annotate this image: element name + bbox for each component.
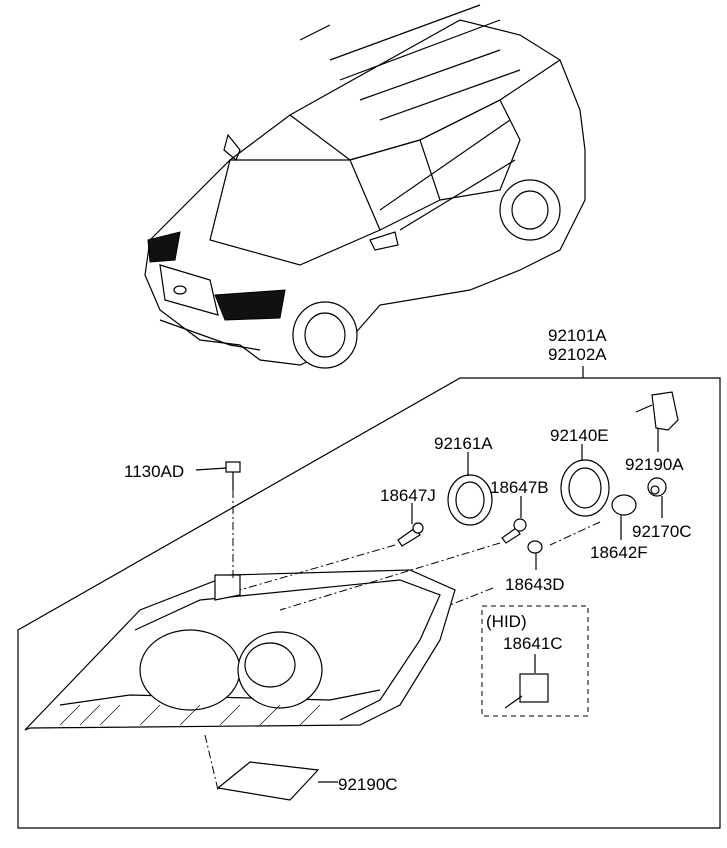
bolt-part[interactable] xyxy=(225,461,241,490)
bulb-18647J-part[interactable] xyxy=(397,522,424,547)
label-92190C[interactable]: 92190C xyxy=(338,775,398,794)
bulb-18647B-part[interactable] xyxy=(501,518,527,544)
bulb-cover-small-part[interactable] xyxy=(447,474,493,526)
hid-bulb-part[interactable] xyxy=(504,673,549,709)
label-92190A[interactable]: 92190A xyxy=(625,455,684,474)
ballast-part[interactable] xyxy=(216,761,320,801)
label-18647J[interactable]: 18647J xyxy=(380,486,436,505)
assembly-label-92101A[interactable]: 92101A xyxy=(548,326,607,345)
label-92161A[interactable]: 92161A xyxy=(434,434,493,453)
socket-part[interactable] xyxy=(647,477,667,497)
bulb-cover-large-part[interactable] xyxy=(560,459,610,517)
label-hid[interactable]: (HID) xyxy=(486,612,527,631)
headlamp-housing xyxy=(24,569,456,731)
label-18643D[interactable]: 18643D xyxy=(505,575,565,594)
label-92140E[interactable]: 92140E xyxy=(550,426,609,445)
leveling-actuator-part[interactable] xyxy=(635,391,679,431)
bulb-18643D-part[interactable] xyxy=(527,540,543,554)
assembly-frame xyxy=(17,377,721,829)
label-1130AD[interactable]: 1130AD xyxy=(124,462,184,481)
assembly-label-92102A[interactable]: 92102A xyxy=(548,345,607,364)
label-92170C[interactable]: 92170C xyxy=(632,522,692,541)
label-18641C[interactable]: 18641C xyxy=(503,634,563,653)
label-18647B[interactable]: 18647B xyxy=(490,478,549,497)
vehicle-illustration xyxy=(144,4,586,369)
bulb-18642F-part[interactable] xyxy=(611,494,637,516)
label-18642F[interactable]: 18642F xyxy=(590,543,648,562)
